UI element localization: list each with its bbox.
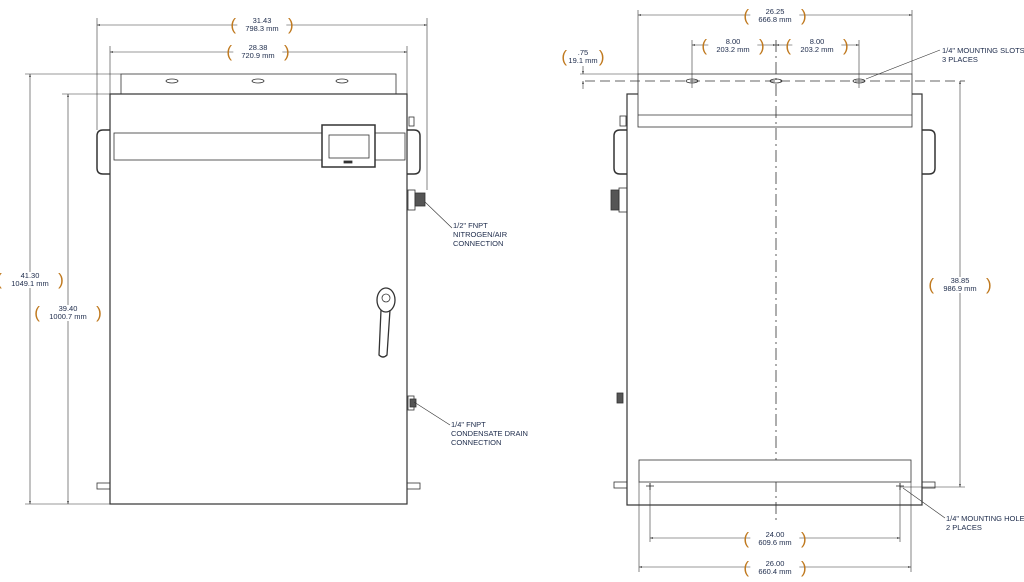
left-foot xyxy=(613,481,628,489)
left-handle xyxy=(613,129,627,175)
mounting-slot xyxy=(335,78,349,84)
right-foot xyxy=(921,481,936,489)
mounting-slot xyxy=(165,78,179,84)
key-lock-icon xyxy=(381,293,391,303)
gas-fitting-body xyxy=(618,187,628,213)
left-handle xyxy=(96,129,110,175)
hmi-logo xyxy=(343,160,353,164)
latch xyxy=(619,115,627,127)
door-lock-handle-base xyxy=(376,287,396,313)
hmi-screen xyxy=(328,134,370,159)
door-handle xyxy=(378,309,391,358)
hmi-display xyxy=(321,124,376,168)
right-foot xyxy=(406,482,421,490)
gas-fitting-body xyxy=(407,189,416,211)
right-handle xyxy=(922,129,936,175)
bottom-mounting-bracket xyxy=(638,459,912,483)
front-view-enclosure xyxy=(96,73,426,505)
back-view-enclosure xyxy=(585,40,965,520)
top-mounting-bracket xyxy=(637,73,913,128)
latch xyxy=(408,116,415,127)
gas-fitting xyxy=(610,189,620,211)
enclosure-back xyxy=(626,93,923,506)
right-handle xyxy=(407,129,421,175)
gas-fitting-nut xyxy=(414,192,426,207)
mounting-slot xyxy=(251,78,265,84)
left-foot xyxy=(96,482,111,490)
drain-fitting xyxy=(616,392,624,404)
mounting-plate-top xyxy=(120,73,397,95)
top-band xyxy=(113,132,406,161)
